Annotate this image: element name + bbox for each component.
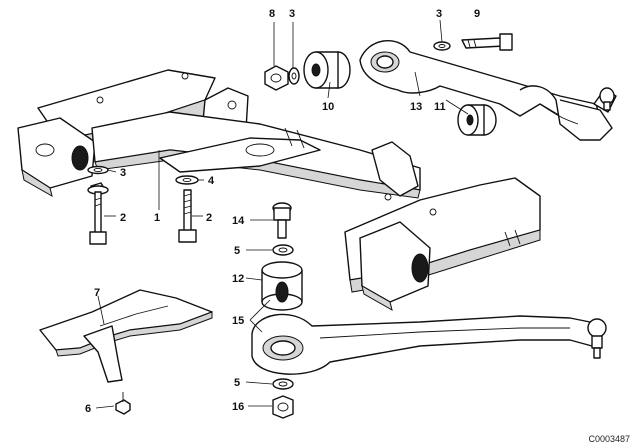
hex-bolt-left xyxy=(87,182,109,245)
callout-5-bottom: 5 xyxy=(234,377,240,389)
bushing-lower xyxy=(261,261,303,311)
protective-plate xyxy=(39,289,213,383)
washer-center xyxy=(175,175,199,185)
washer-left xyxy=(87,165,109,175)
nut-upper xyxy=(264,65,289,91)
callout-labels: 1 2 2 3 3 3 4 5 5 6 7 8 9 10 11 12 13 14… xyxy=(85,8,480,415)
washer-lower-bottom xyxy=(272,378,294,390)
front-axle-crossmember xyxy=(17,69,541,312)
callout-3-upper-right: 3 xyxy=(436,8,442,20)
callout-16: 16 xyxy=(232,401,244,413)
lower-control-arm xyxy=(251,313,607,375)
leader-lines xyxy=(95,19,469,409)
upper-control-arm xyxy=(359,39,617,141)
callout-3-left: 3 xyxy=(120,167,126,179)
callout-14: 14 xyxy=(232,215,245,227)
bushing-upper-rear xyxy=(457,104,497,136)
callout-6: 6 xyxy=(85,403,91,415)
callout-3-upper-left: 3 xyxy=(289,8,295,20)
nut-lower xyxy=(272,395,294,419)
bushing-upper-front xyxy=(303,51,351,89)
callout-12: 12 xyxy=(232,273,244,285)
screw-small xyxy=(115,392,131,415)
callout-15: 15 xyxy=(232,315,244,327)
callout-9: 9 xyxy=(474,8,480,20)
diagram-reference-code: C0003487 xyxy=(588,434,630,444)
callout-7: 7 xyxy=(94,287,100,299)
callout-4: 4 xyxy=(208,175,215,187)
callout-8: 8 xyxy=(269,8,275,20)
hex-bolt-center xyxy=(178,189,197,243)
washer-lower-top xyxy=(272,244,294,256)
callout-1: 1 xyxy=(154,212,160,224)
callout-2-left: 2 xyxy=(120,212,126,224)
washer-upper-right xyxy=(433,41,451,51)
bolt-lower xyxy=(272,202,292,239)
callout-10: 10 xyxy=(322,101,334,113)
washer-upper-left xyxy=(288,67,300,85)
callout-11: 11 xyxy=(434,101,446,113)
bolt-upper xyxy=(461,33,513,51)
callout-13: 13 xyxy=(410,101,422,113)
callout-2-center: 2 xyxy=(206,212,212,224)
callout-5-top: 5 xyxy=(234,245,240,257)
